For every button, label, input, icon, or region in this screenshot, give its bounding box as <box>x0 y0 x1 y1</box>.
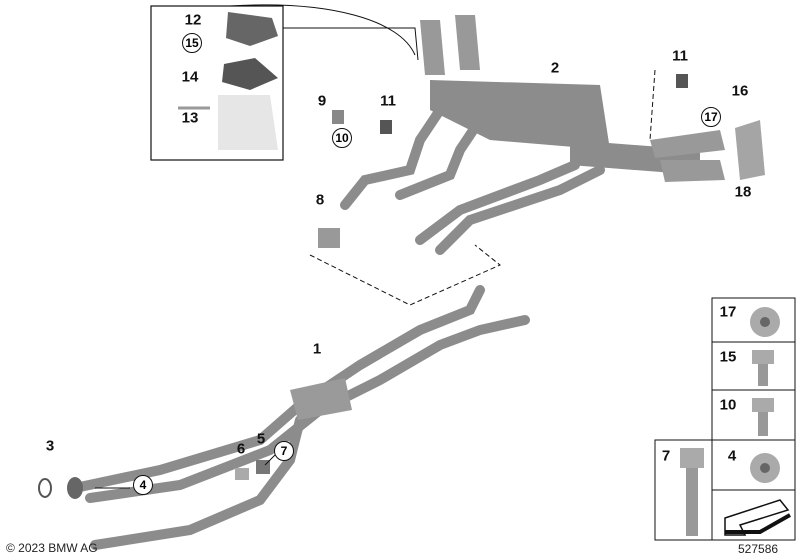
callout-13: 13 <box>181 109 199 127</box>
copyright: © 2023 BMW AG <box>6 541 98 555</box>
intermediate-pipes <box>340 105 605 255</box>
pipe-flange <box>67 477 83 499</box>
callout-18: 18 <box>734 183 752 201</box>
part-10-bolt <box>752 398 774 412</box>
callout-6: 6 <box>236 440 246 458</box>
center-resonator <box>290 378 352 420</box>
parts-table-label-4: 4 <box>727 447 737 465</box>
callout-4: 4 <box>133 475 153 495</box>
part-15-bolt <box>752 350 774 364</box>
leader-line <box>283 27 419 61</box>
callout-8: 8 <box>315 191 325 209</box>
diagram-number: 527586 <box>738 542 779 556</box>
rear-silencer-assembly <box>420 15 765 182</box>
part-11-rubber <box>676 74 688 88</box>
callout-15: 15 <box>182 33 202 53</box>
part-11-rubber <box>380 120 392 134</box>
callout-16: 16 <box>731 82 749 100</box>
assembly-guide-line <box>309 244 501 306</box>
callout-7: 7 <box>274 441 294 461</box>
arrow-icon <box>724 499 790 536</box>
callout-3: 3 <box>45 437 55 455</box>
assembly-guide-line <box>649 69 656 141</box>
callout-9: 9 <box>317 92 327 110</box>
part-7-bolt <box>680 448 704 468</box>
parts-table-label-15: 15 <box>719 348 737 366</box>
callout-12: 12 <box>184 11 202 29</box>
callout-1: 1 <box>312 340 322 358</box>
detail-inset-frame <box>150 5 284 161</box>
parts-table-label-10: 10 <box>719 396 737 414</box>
rubber-mount <box>218 95 278 150</box>
part-14-plate <box>222 58 278 90</box>
part-8-bracket <box>318 228 340 248</box>
callout-14: 14 <box>181 68 199 86</box>
leader-line <box>229 4 416 56</box>
part-12-bracket <box>226 12 278 46</box>
callout-11: 11 <box>380 92 396 110</box>
callout-2: 2 <box>550 59 560 77</box>
callout-17: 17 <box>701 107 721 127</box>
parts-table-label-7: 7 <box>661 447 671 465</box>
part-6-sleeve <box>235 468 249 480</box>
leader-line <box>95 454 276 489</box>
parts-table-label-17: 17 <box>719 303 737 321</box>
callout-11: 11 <box>672 47 688 65</box>
part-9-bracket <box>332 110 344 124</box>
part-3-gasket <box>38 478 52 498</box>
callout-10: 10 <box>332 128 352 148</box>
callout-5: 5 <box>256 430 266 448</box>
parts-table-frame <box>654 297 796 541</box>
